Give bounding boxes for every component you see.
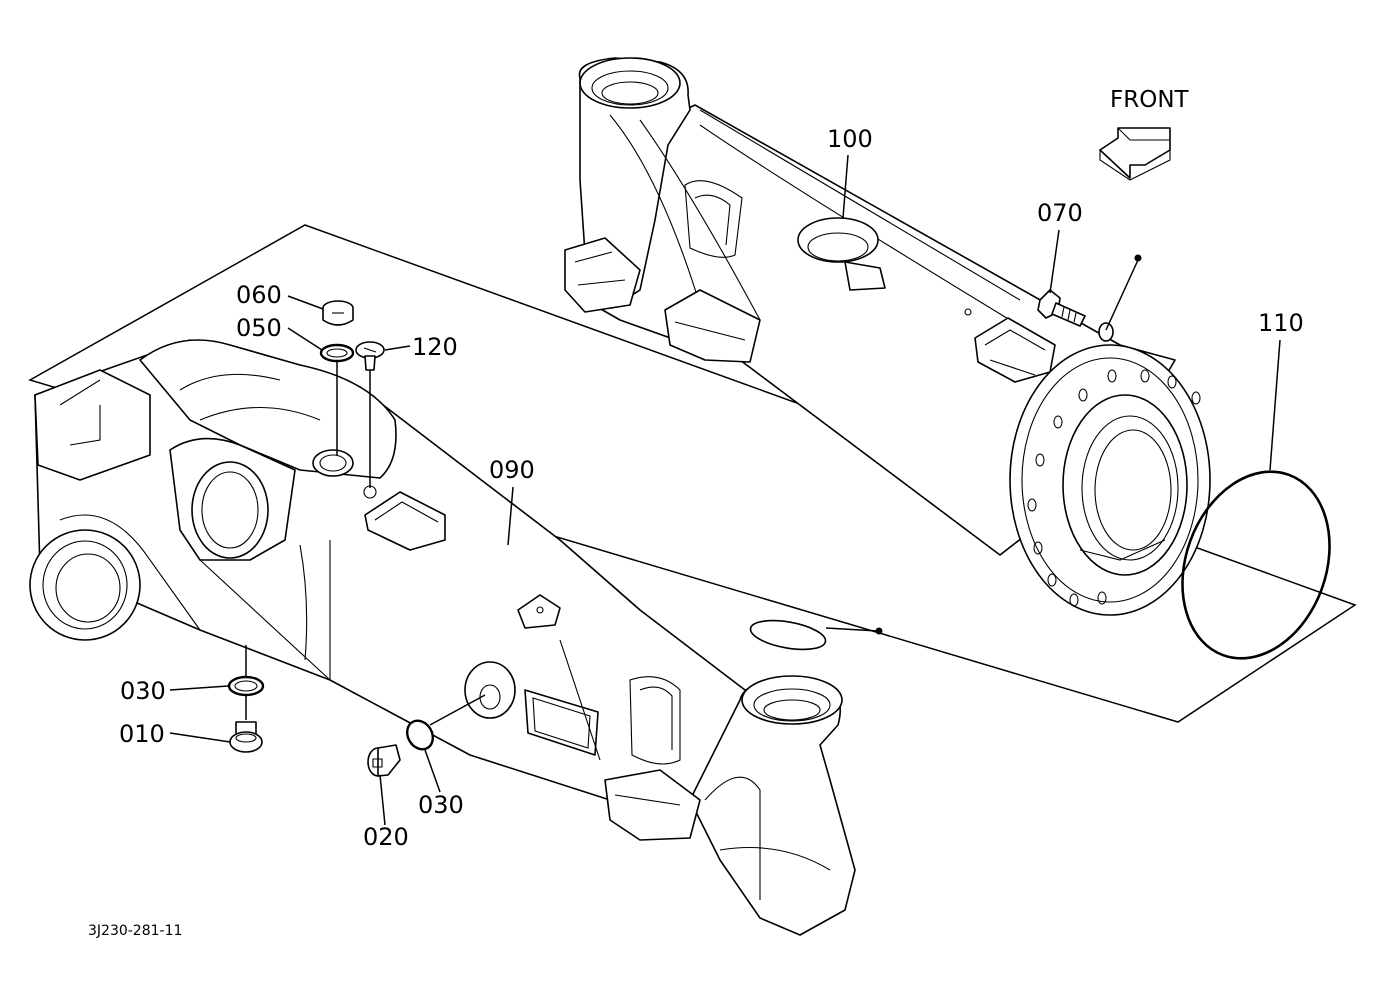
plug-020 [367, 744, 401, 777]
callout-110: 110 [1258, 309, 1304, 337]
document-number: 3J230-281-11 [88, 923, 182, 939]
callout-060: 060 [236, 281, 282, 309]
callout-030-right: 030 [418, 791, 464, 819]
screw-120 [355, 341, 385, 371]
front-axle-housing-lower [29, 339, 856, 936]
flange-bolt-holes [1027, 369, 1201, 607]
plug-060 [322, 300, 354, 326]
o-ring-110 [1181, 470, 1331, 660]
plug-010 [229, 721, 263, 753]
front-label: FRONT [1110, 87, 1190, 113]
callout-050: 050 [236, 314, 282, 342]
callout-090: 090 [489, 456, 535, 484]
front-axle-housing-upper [564, 57, 1211, 616]
callout-020: 020 [363, 823, 409, 851]
washer-070 [1098, 322, 1114, 342]
front-direction-arrow [1099, 127, 1171, 181]
seal-050 [319, 343, 355, 363]
callout-120: 120 [412, 333, 458, 361]
callout-070: 070 [1037, 199, 1083, 227]
seal-030-right [405, 719, 435, 751]
seal-030-left [227, 675, 265, 697]
callout-100: 100 [827, 125, 873, 153]
assembly-frame [28, 224, 1357, 723]
callout-010: 010 [119, 720, 165, 748]
callout-030-left: 030 [120, 677, 166, 705]
callout-leaders [169, 154, 1281, 826]
breather-dot [875, 627, 883, 635]
